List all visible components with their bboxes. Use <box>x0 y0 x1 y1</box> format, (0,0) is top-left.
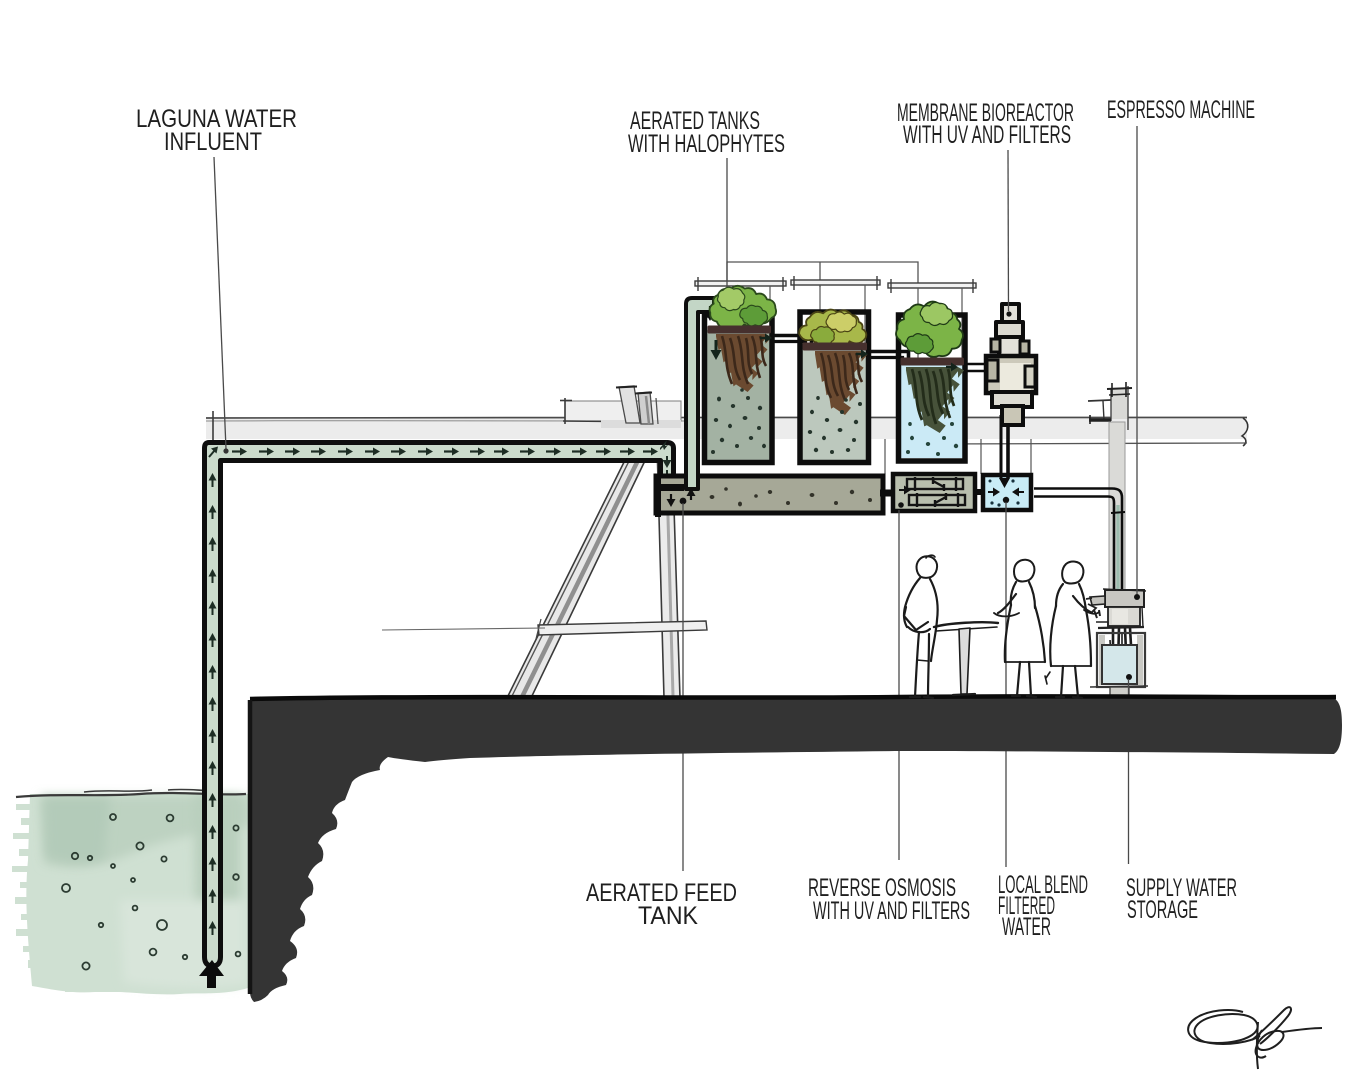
svg-text:INFLUENT: INFLUENT <box>164 128 262 156</box>
svg-text:FILTERED: FILTERED <box>998 892 1055 920</box>
svg-text:AERATED TANKS: AERATED TANKS <box>630 107 760 135</box>
svg-text:TANK: TANK <box>638 902 698 930</box>
svg-text:STORAGE: STORAGE <box>1127 896 1198 924</box>
svg-text:MEMBRANE BIOREACTOR: MEMBRANE BIOREACTOR <box>897 99 1074 127</box>
svg-text:LOCAL BLEND: LOCAL BLEND <box>998 871 1088 899</box>
svg-text:WITH UV AND FILTERS: WITH UV AND FILTERS <box>813 897 970 925</box>
svg-text:AERATED FEED: AERATED FEED <box>586 879 737 907</box>
svg-text:LAGUNA WATER: LAGUNA WATER <box>136 105 297 133</box>
svg-text:WITH UV AND FILTERS: WITH UV AND FILTERS <box>903 121 1071 149</box>
svg-text:WATER: WATER <box>1002 913 1051 941</box>
svg-text:REVERSE OSMOSIS: REVERSE OSMOSIS <box>808 874 956 902</box>
svg-text:SUPPLY WATER: SUPPLY WATER <box>1126 874 1237 902</box>
svg-text:ESPRESSO MACHINE: ESPRESSO MACHINE <box>1107 96 1255 124</box>
svg-text:WITH HALOPHYTES: WITH HALOPHYTES <box>628 130 785 158</box>
